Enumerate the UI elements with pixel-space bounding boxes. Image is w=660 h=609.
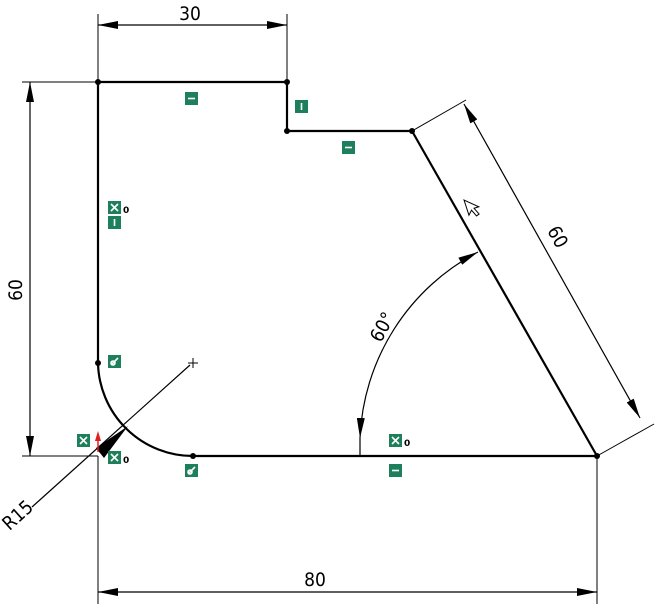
fixed-relation-icon[interactable]: 0: [108, 451, 129, 466]
dimension-left-height[interactable]: 60: [5, 279, 27, 301]
horizontal-relation-icon[interactable]: [185, 92, 198, 105]
dimension-radius[interactable]: R15: [0, 496, 38, 535]
vertical-relation-icon[interactable]: [295, 100, 308, 113]
slanted-edge[interactable]: [411, 130, 598, 457]
fixed-relation-icon[interactable]: 0: [389, 434, 410, 449]
dimension-top-width[interactable]: 30: [179, 3, 201, 25]
fixed-relation-icon[interactable]: [77, 434, 90, 447]
sketch-point[interactable]: [95, 360, 101, 366]
dim-line-slant-length: [463, 103, 641, 419]
dimension-angle[interactable]: 60°: [366, 309, 400, 346]
radius-arrow-head: [96, 426, 128, 458]
sketch-points[interactable]: [95, 79, 600, 459]
tangent-relation-icon[interactable]: [185, 464, 198, 477]
sketch-profile[interactable]: [96, 80, 598, 458]
dimension-bottom-width[interactable]: 80: [304, 569, 326, 591]
dimension-slant-length[interactable]: 60: [542, 222, 572, 252]
horizontal-relation-icon[interactable]: [389, 464, 402, 477]
sketch-point[interactable]: [190, 453, 196, 459]
mouse-cursor-icon: [463, 199, 481, 217]
svg-text:0: 0: [404, 439, 410, 449]
dim-leader-radius: [31, 364, 191, 508]
extension-lines: [22, 14, 655, 604]
fillet-arc[interactable]: [96, 362, 194, 458]
svg-text:0: 0: [123, 456, 129, 466]
tangent-relation-icon[interactable]: [108, 355, 121, 368]
dimension-lines: [26, 20, 641, 596]
fillet-center-mark: [188, 358, 198, 368]
svg-text:0: 0: [123, 206, 129, 216]
fixed-relation-icon[interactable]: 0: [108, 201, 129, 216]
dim-arc-angle: [356, 251, 479, 439]
vertical-relation-icon[interactable]: [108, 216, 121, 229]
horizontal-relation-icon[interactable]: [342, 141, 355, 154]
origin-icon: [95, 431, 101, 452]
sketch-point[interactable]: [284, 128, 290, 134]
